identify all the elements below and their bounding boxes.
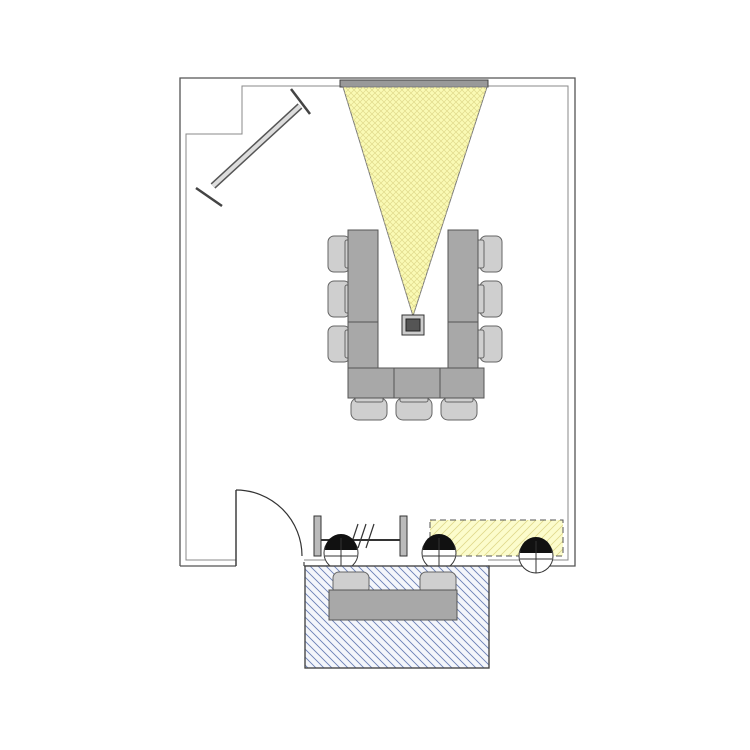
interpreter-booth (304, 565, 490, 669)
projection-screen (339, 79, 489, 88)
wall-mounted-board (195, 88, 311, 208)
ceiling-light-icon (323, 534, 554, 574)
u-shaped-table (347, 229, 485, 399)
right-chairs (475, 235, 503, 363)
door-swing (235, 489, 303, 566)
projection-cone (342, 86, 488, 318)
projector-icon (401, 314, 425, 336)
